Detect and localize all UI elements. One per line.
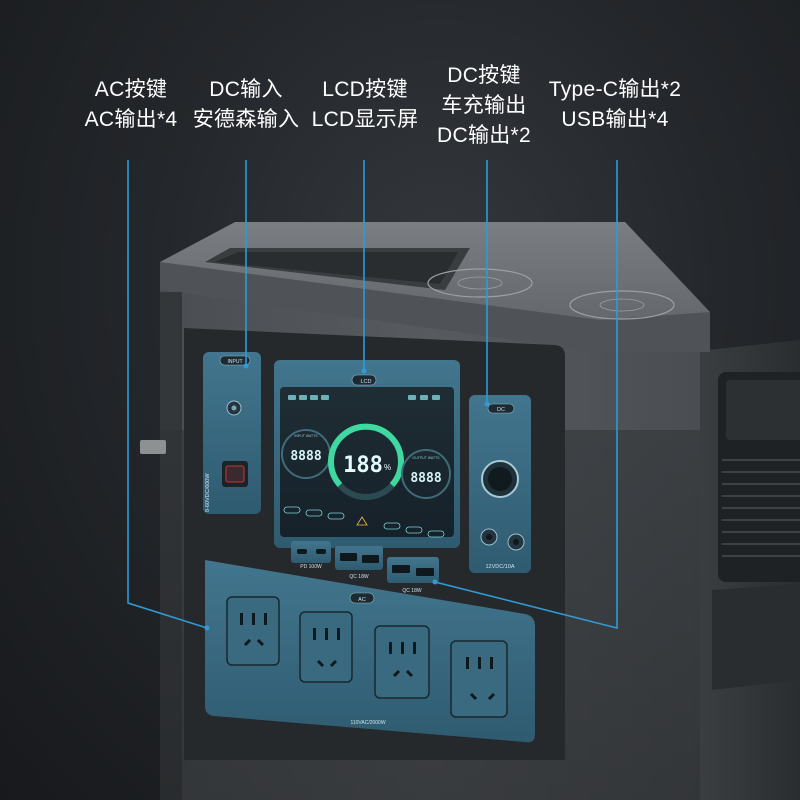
- ac-outlet-2[interactable]: [299, 611, 353, 683]
- callout-dc-input-line-2: 安德森输入: [192, 108, 300, 131]
- usb-port-1[interactable]: [340, 553, 357, 561]
- usb-port-2[interactable]: [362, 555, 379, 563]
- callout-dc-output-line-1: DC按键: [447, 64, 521, 87]
- usb-port-3[interactable]: [392, 565, 410, 573]
- input-caption: INPUT WATTS: [294, 434, 318, 438]
- device-side: [690, 340, 800, 800]
- lcd-panel: LCD INPUT WATTS 8888 188 % OUTPUT WATTS …: [274, 360, 460, 548]
- output-caption: OUTPUT WATTS: [412, 456, 440, 460]
- leader-ac: [127, 160, 208, 629]
- leader-usb: [434, 160, 618, 630]
- leader-lines: [127, 160, 618, 631]
- dc-spec-label: 12VDC/10A: [485, 564, 514, 570]
- callout-usb-line-1: Type-C输出*2: [548, 78, 682, 101]
- ac-outlet-4[interactable]: [450, 640, 508, 718]
- lcd-screen: [280, 387, 454, 537]
- output-watts-value: 8888: [410, 471, 441, 486]
- callout-lcd-line-2: LCD显示屏: [311, 108, 419, 131]
- lcd-button[interactable]: LCD: [360, 379, 371, 385]
- ac-outlet-3[interactable]: [374, 625, 430, 699]
- ac-outlet-1[interactable]: [226, 596, 280, 666]
- qc-label-2: QC 18W: [402, 588, 421, 594]
- type-c-port-1[interactable]: [297, 549, 307, 554]
- callout-usb: Type-C输出*2 USB输出*4: [549, 75, 682, 135]
- battery-unit: %: [384, 463, 391, 472]
- callout-dc-input-line-1: DC输入: [209, 78, 283, 101]
- callout-dc-output: DC按键 车充输出 DC输出*2: [437, 61, 531, 151]
- callout-ac-line-2: AC输出*4: [84, 108, 178, 131]
- input-button[interactable]: INPUT: [228, 359, 243, 365]
- ac-button[interactable]: AC: [358, 597, 366, 603]
- battery-value: 188: [343, 453, 383, 478]
- callout-lcd-line-1: LCD按键: [322, 78, 408, 101]
- usb-port-row: PD 100W QC 18W QC 18W: [291, 541, 439, 594]
- ac-spec-label: 110VAC/2000W: [350, 720, 385, 726]
- dc-output-panel: DC 12VDC/10A: [469, 395, 531, 573]
- input-spec-label: 8-60VDC/600W: [205, 473, 211, 512]
- callout-usb-line-2: USB输出*4: [561, 108, 669, 131]
- qc-label-1: QC 18W: [349, 574, 368, 580]
- device-lid: [160, 222, 710, 352]
- pd-label: PD 100W: [300, 564, 322, 570]
- dc-button[interactable]: DC: [497, 407, 505, 413]
- input-watts-value: 8888: [290, 449, 321, 464]
- callout-dc-output-line-3: DC输出*2: [437, 124, 531, 147]
- callout-ac-line-1: AC按键: [94, 78, 168, 101]
- callout-dc-input: DC输入 安德森输入: [193, 75, 300, 135]
- dc-input-panel: INPUT 8-60VDC/600W: [203, 352, 261, 514]
- ac-outlets: [226, 596, 508, 718]
- type-c-port-2[interactable]: [316, 549, 326, 554]
- callout-lcd: LCD按键 LCD显示屏: [312, 75, 419, 135]
- callout-dc-output-line-2: 车充输出: [441, 94, 527, 117]
- usb-port-4[interactable]: [416, 568, 434, 576]
- callout-ac: AC按键 AC输出*4: [85, 75, 178, 135]
